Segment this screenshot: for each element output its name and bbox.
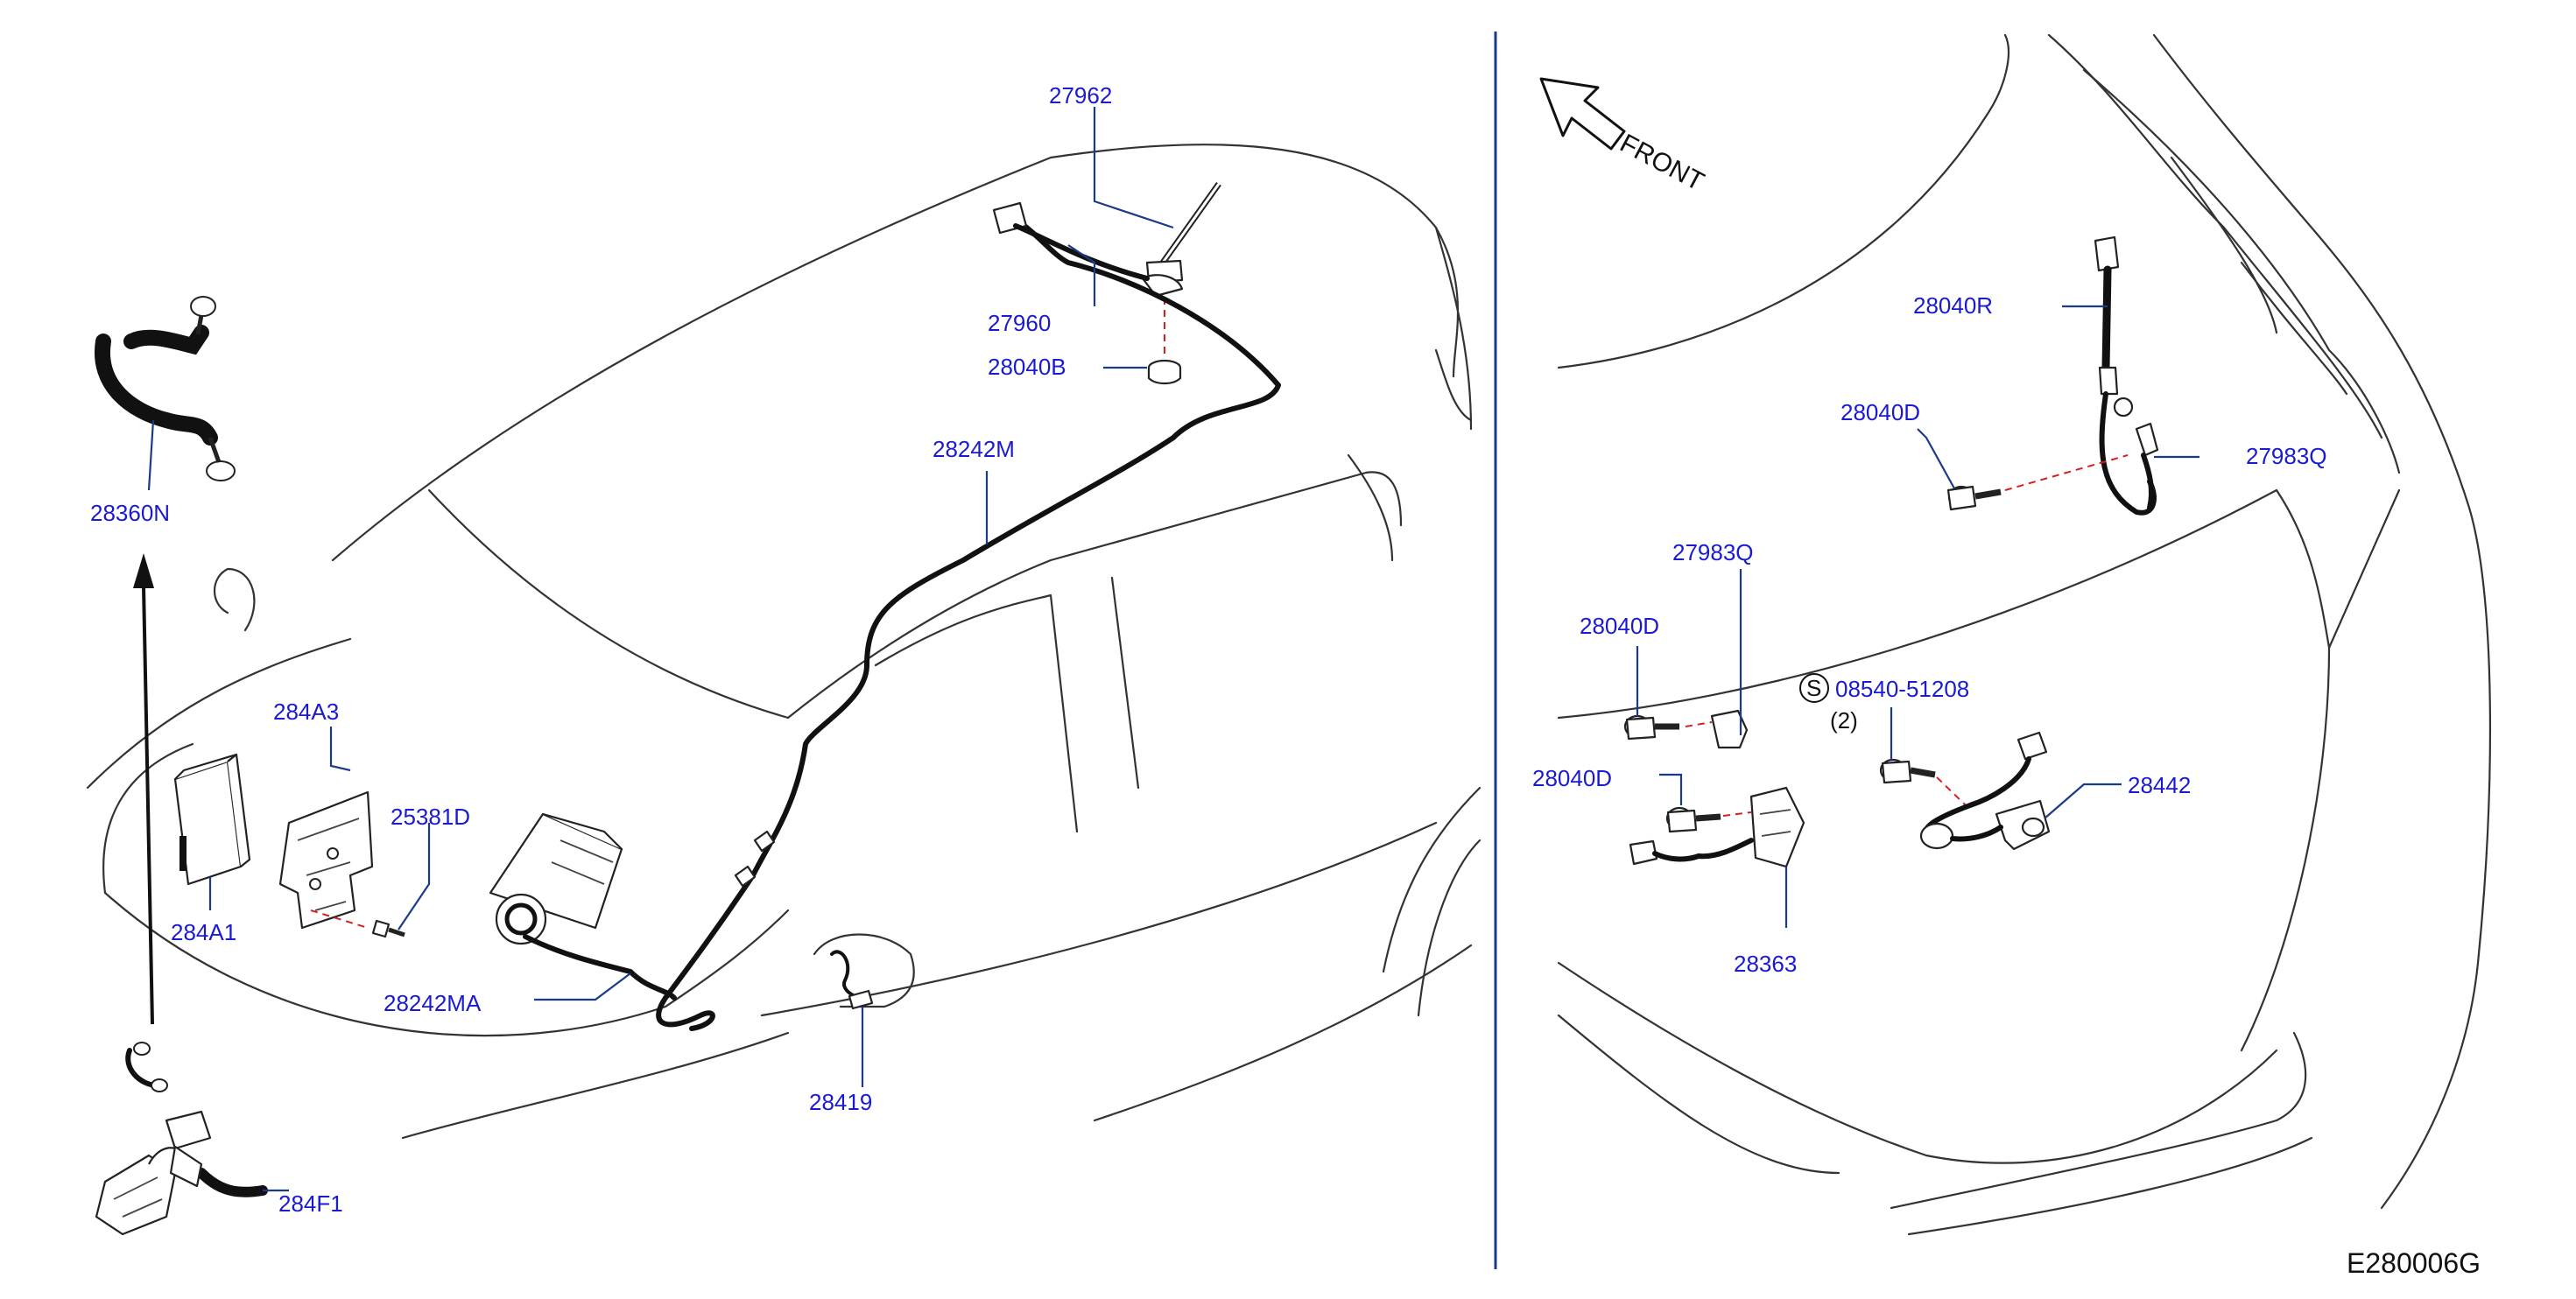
label-28419: 28419 <box>809 1089 872 1115</box>
harness-loop <box>656 995 715 1031</box>
label-25381D: 25381D <box>391 804 470 830</box>
label-08540-qty: (2) <box>1830 707 1858 734</box>
dash-top <box>2004 454 2129 491</box>
unit-28242MA <box>489 812 623 945</box>
camera-28442 <box>1919 731 2051 851</box>
harness-clip-2 <box>734 865 757 888</box>
label-27983Q-top: 27983Q <box>2246 443 2327 469</box>
label-27983Q-mid: 27983Q <box>1672 539 1754 565</box>
label-284F1: 284F1 <box>278 1190 343 1217</box>
front-label: FRONT <box>1615 129 1709 197</box>
clip-27983Q-mid <box>1710 709 1749 749</box>
mirror-camera-28419 <box>830 950 874 1010</box>
dash-right <box>1936 776 1967 806</box>
screw-25381D <box>371 919 405 938</box>
sensor-28363 <box>1629 786 1805 868</box>
clip-27983Q-top <box>2135 422 2159 457</box>
label-284A3: 284A3 <box>273 699 339 725</box>
label-28040D-lower: 28040D <box>1532 765 1612 791</box>
clip-27983Q-top-cable <box>2141 453 2154 510</box>
dash-bracket <box>310 909 369 929</box>
arrow-up <box>133 553 154 1025</box>
bolt-28040D-lower <box>1665 806 1721 833</box>
label-28360N: 28360N <box>90 500 170 526</box>
label-27960: 27960 <box>988 310 1051 336</box>
unit-28242MA-cable <box>523 934 677 1001</box>
harness-clip-1 <box>753 830 776 853</box>
label-28040B: 28040B <box>988 354 1066 380</box>
label-28040R: 28040R <box>1913 292 1993 319</box>
label-28242M: 28242M <box>933 436 1015 462</box>
cable-28040R <box>2094 235 2157 516</box>
roof-harness-28242M <box>663 212 1281 1001</box>
right-leaders <box>1636 305 2199 928</box>
label-28363: 28363 <box>1734 951 1797 977</box>
module-284A1 <box>173 753 251 886</box>
bracket-284A3 <box>278 790 374 930</box>
front-direction-indicator: FRONT <box>1539 77 1709 197</box>
bolt-08540-51208 <box>1879 758 1936 784</box>
left-leaders <box>147 107 1174 1192</box>
label-28442: 28442 <box>2128 772 2191 798</box>
standard-part-marker: S <box>1799 673 1829 703</box>
vehicle-body-outline <box>86 144 1482 1140</box>
rear-body-outline <box>1557 33 2492 1236</box>
harness-branch <box>1013 223 1150 281</box>
svg-text:S: S <box>1806 675 1821 701</box>
diagram-code: E280006G <box>2347 1247 2481 1279</box>
ground-strap <box>125 1042 168 1092</box>
antenna-mast-27962 <box>1145 181 1221 284</box>
label-27962: 27962 <box>1049 82 1112 109</box>
label-284A1: 284A1 <box>171 919 236 945</box>
dash-lower <box>1722 811 1752 817</box>
dash-mid <box>1685 721 1713 727</box>
bolt-28040D-top <box>1946 485 2002 511</box>
label-28242MA: 28242MA <box>384 990 482 1016</box>
antenna-nut-28040B <box>1147 359 1182 385</box>
battery-cable-28360N <box>94 296 236 481</box>
bolt-28040D-mid <box>1623 714 1679 741</box>
sensor-284F1 <box>95 1110 268 1236</box>
label-28040D-top: 28040D <box>1841 399 1920 425</box>
label-28040D-mid: 28040D <box>1580 613 1659 639</box>
label-08540-51208: 08540-51208 <box>1835 676 1969 702</box>
